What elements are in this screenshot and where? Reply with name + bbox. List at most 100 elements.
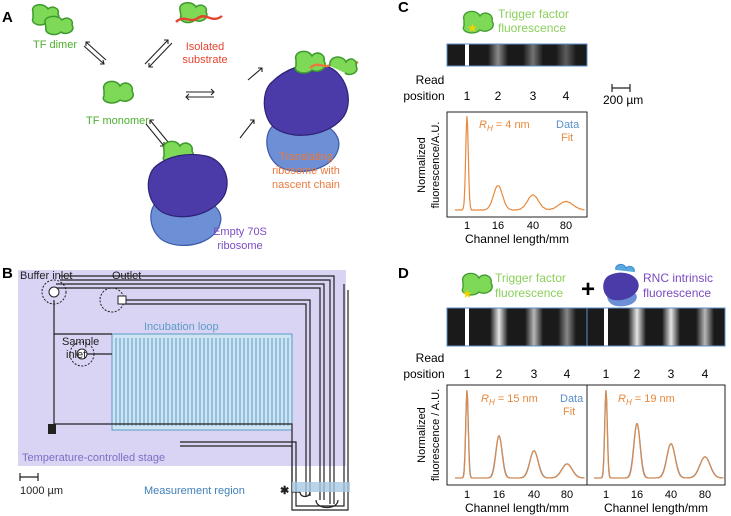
panel-c-letter: C [398,0,409,16]
empty-label-1: Empty 70S [213,226,267,238]
xtick-dr-1: 1 [603,489,609,501]
buffer-inlet-port [41,279,67,305]
read-label-c-2: position [403,89,444,103]
xtick-c-4: 80 [560,220,572,232]
read-pos-dr-2: 2 [634,367,641,381]
buffer-inlet-label: Buffer inlet [20,270,72,282]
read-pos-dl-3: 3 [531,367,538,381]
xtick-dr-2: 16 [631,489,643,501]
xlabel-d-left: Channel length/mm [465,501,569,515]
read-image-c [446,43,588,67]
legend-c-2: fluorescence [498,21,566,35]
ylabel-d-2: fluorescence / A.U. [430,389,442,481]
xlabel-d-right: Channel length/mm [604,501,708,515]
xtick-c-1: 1 [464,220,470,232]
xtick-dr-4: 80 [699,489,711,501]
trigger-factor-legend-icon-d: ★ [461,272,493,301]
panel-d: D ★ Trigger factor fluorescence + RNC in… [398,263,726,515]
rh-label-c: RH = 4 nm [479,119,530,133]
read-pos-c-3: 3 [530,89,537,103]
xtick-dl-1: 1 [464,489,470,501]
isolated-substrate-icon [175,2,223,24]
plus-sign: + [581,276,595,303]
xtick-dl-3: 40 [528,489,540,501]
read-pos-dr-1: 1 [603,367,610,381]
tf-dimer-icon [31,4,74,36]
isolated-label-1: Isolated [186,41,225,53]
empty-ribosome-icon [147,140,228,246]
xlabel-c: Channel length/mm [465,232,569,246]
translating-ribosome-icon [263,50,359,172]
read-pos-dl-4: 4 [564,367,571,381]
panel-c: C ★ Trigger factor fluorescence Read pos… [398,0,643,246]
scale-label-b: 1000 µm [20,485,63,497]
scale-label-c: 200 µm [603,93,643,107]
panel-a-letter: A [2,9,13,26]
read-image-d-right [586,307,726,347]
sample-label-1: Sample [62,336,99,348]
read-pos-c-2: 2 [495,89,502,103]
empty-label-2: ribosome [217,240,262,252]
panel-b: B [2,265,350,511]
rh-label-d-right: RH = 19 nm [618,393,675,407]
incubation-loop-channels [115,338,289,426]
read-pos-c-4: 4 [563,89,570,103]
read-pos-dl-1: 1 [464,367,471,381]
legend-d2-1: RNC intrinsic [643,271,713,285]
xtick-dr-3: 40 [665,489,677,501]
incubation-loop-label: Incubation loop [144,321,219,333]
fit-legend-d: Fit [563,406,575,418]
measurement-region-highlight [292,482,350,492]
tf-monomer-label: TF monomer [86,115,149,127]
temperature-stage-label: Temperature-controlled stage [22,452,165,464]
read-pos-dr-4: 4 [702,367,709,381]
sample-label-2: inlet [66,349,86,361]
legend-c-1: Trigger factor [498,7,569,21]
measurement-region-label: Measurement region [144,485,245,497]
read-label-d-2: position [403,367,444,381]
rh-label-d-left: RH = 15 nm [481,393,538,407]
channel-network [53,275,349,511]
data-legend-d: Data [560,393,584,405]
panel-b-letter: B [2,265,13,282]
tf-dimer-label: TF dimer [33,39,77,51]
xtick-dl-4: 80 [561,489,573,501]
sample-inlet-port [69,341,95,367]
fit-legend-c: Fit [561,132,573,144]
translating-label-2: ribosome with [272,165,340,177]
incubation-loop [111,333,293,431]
read-pos-dl-2: 2 [496,367,503,381]
scale-bar-c [611,84,631,92]
ylabel-d-1: Normalized [416,407,428,463]
read-pos-dr-3: 3 [668,367,675,381]
fluorophore-star-icon-d: ★ [462,287,473,301]
scale-bar-b [19,473,39,481]
data-legend-c: Data [556,119,580,131]
ylabel-c-1: Normalized [416,137,428,193]
isolated-label-2: substrate [182,54,227,66]
plot-frame-d-right [586,384,726,486]
rnc-legend-icon [603,263,639,307]
inlet-plug [48,424,56,434]
fit-curve-d-right [594,390,724,479]
read-pos-c-1: 1 [464,89,471,103]
translating-label-3: nascent chain [272,179,340,191]
legend-d1-2: fluorescence [495,286,563,300]
fit-curve-d-left [455,390,585,479]
outlet-label: Outlet [112,270,141,282]
read-label-d-1: Read [416,351,445,365]
panel-a: A TF dimer Isolated substrate TF monomer [2,2,359,252]
legend-d2-2: fluorescence [643,286,711,300]
read-label-c-1: Read [416,73,445,87]
xtick-c-2: 16 [492,220,504,232]
tf-monomer-icon [102,80,134,104]
legend-d1-1: Trigger factor [495,271,566,285]
outlet-port [99,287,127,313]
translating-label-1: Translating [279,151,333,163]
read-image-d-left [446,307,588,347]
fit-curve-c [454,116,585,211]
ylabel-c-2: fluorescence/A.U. [430,122,442,209]
asterisk-marker: ✱ [280,485,289,497]
xtick-dl-2: 16 [493,489,505,501]
